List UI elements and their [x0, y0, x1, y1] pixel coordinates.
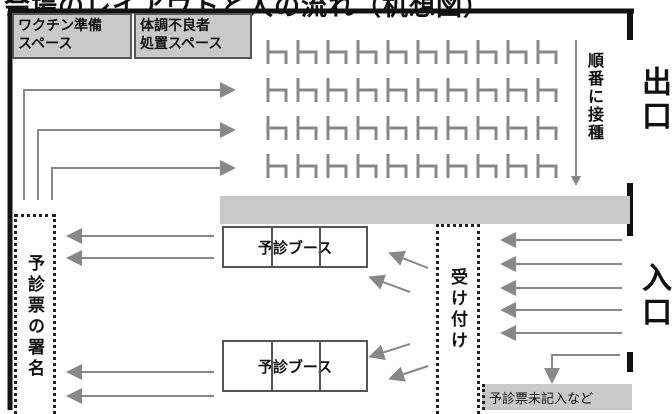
chair [476, 78, 498, 102]
chair [476, 116, 498, 140]
chair [476, 154, 498, 178]
booth-bottom-label: 予診ブース [257, 357, 333, 376]
chair [296, 40, 318, 64]
chair [326, 78, 348, 102]
questionnaire-sign-area [14, 214, 56, 414]
reception-label: 受け付け [447, 268, 467, 352]
chair [536, 40, 558, 64]
order-arrow [571, 40, 581, 186]
booth-top-label: 予診ブース [257, 238, 333, 257]
chair [296, 78, 318, 102]
booth-bottom-dividers [271, 340, 321, 392]
chair [266, 78, 288, 102]
chair [386, 154, 408, 178]
chair [386, 40, 408, 64]
unfilled-area: 予診票未記入など [482, 384, 632, 410]
chair [536, 116, 558, 140]
chair [506, 78, 528, 102]
chair [356, 40, 378, 64]
booth-top: 予診ブース [222, 226, 368, 268]
chair [326, 116, 348, 140]
vaccine-prep-space: ワクチン準備 スペース [12, 13, 132, 59]
chair [296, 154, 318, 178]
chair [356, 78, 378, 102]
booth-top-dividers [271, 226, 321, 268]
divider-bar [220, 196, 630, 224]
chair [446, 116, 468, 140]
chair [416, 116, 438, 140]
chair [536, 154, 558, 178]
vaccine-prep-label: ワクチン準備 スペース [18, 18, 102, 52]
chair [416, 78, 438, 102]
chair [266, 154, 288, 178]
sick-person-space: 体調不良者 処置スペース [134, 13, 252, 59]
chair [506, 40, 528, 64]
chair [446, 78, 468, 102]
chair [266, 116, 288, 140]
chair [266, 40, 288, 64]
chair [326, 154, 348, 178]
unfilled-label: 予診票未記入など [489, 392, 594, 407]
chair [296, 116, 318, 140]
exit-label: 出口 [636, 66, 671, 134]
booth-bottom: 予診ブース [222, 340, 368, 392]
chair [416, 40, 438, 64]
chair [506, 116, 528, 140]
chair [326, 40, 348, 64]
chair [416, 154, 438, 178]
chair [356, 116, 378, 140]
waiting-chairs [266, 40, 558, 178]
chair [536, 78, 558, 102]
entrance-label: 入口 [636, 262, 671, 330]
vaccination-order-label: 順番に接種 [585, 52, 604, 142]
reception-area [436, 224, 480, 414]
chair [386, 116, 408, 140]
questionnaire-sign-label: 予診票の署名 [24, 254, 44, 380]
chair [386, 78, 408, 102]
sick-person-label: 体調不良者 処置スペース [140, 18, 223, 52]
chair [446, 40, 468, 64]
chair [506, 154, 528, 178]
chair [356, 154, 378, 178]
chair [446, 154, 468, 178]
chair [476, 40, 498, 64]
